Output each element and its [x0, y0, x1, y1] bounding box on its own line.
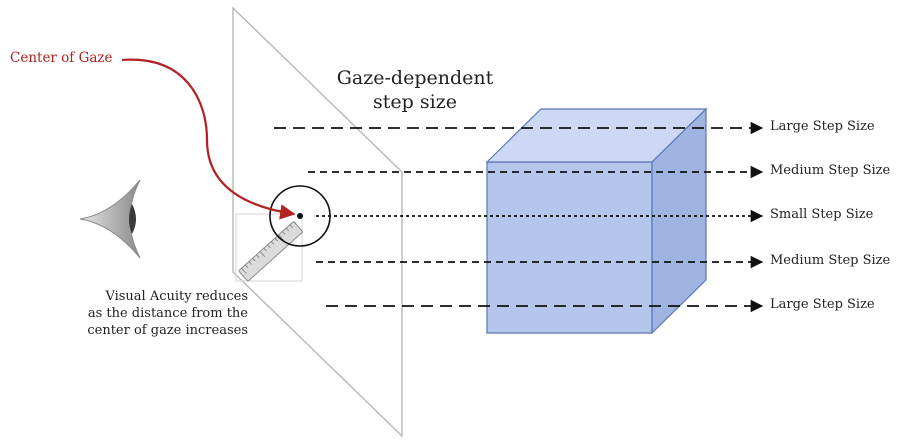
- center-of-gaze-arrow: [121, 58, 296, 220]
- ruler-tick: [293, 221, 297, 225]
- ruler-tick: [241, 267, 247, 274]
- ruler-tick: [289, 224, 293, 228]
- ray-group: [274, 121, 764, 313]
- volume-cube: [485, 107, 708, 335]
- ruler-tick: [259, 251, 266, 257]
- ruler-tick: [263, 247, 267, 252]
- ruler-ticks: [241, 221, 297, 274]
- title-line-1: Gaze-dependent: [336, 67, 494, 89]
- ray-label-small: Small Step Size: [770, 207, 874, 222]
- ray-label-large-bottom: Large Step Size: [770, 297, 875, 312]
- ruler-tick: [282, 231, 286, 235]
- cube-side-face: [651, 107, 707, 335]
- ruler-tick: [285, 227, 290, 232]
- image-plane: [232, 6, 403, 438]
- ruler-tick: [274, 237, 278, 242]
- diagram-title: Gaze-dependent step size: [330, 66, 500, 114]
- acuity-note-line-2: as the distance from the: [87, 306, 248, 321]
- ruler-tick: [252, 257, 256, 262]
- acuity-note: Visual Acuity reduces as the distance fr…: [60, 288, 248, 339]
- ruler-tick: [244, 264, 249, 269]
- cube-front-face: [486, 161, 653, 334]
- acuity-note-line-1: Visual Acuity reduces: [105, 289, 248, 304]
- ruler-tick: [256, 254, 260, 259]
- ruler-tick: [248, 261, 252, 265]
- title-line-2: step size: [373, 91, 457, 113]
- ray-label-medium-bottom: Medium Step Size: [770, 253, 891, 268]
- ruler-icon: [235, 213, 303, 282]
- ruler-tick: [278, 234, 284, 241]
- eye-icon: [79, 179, 141, 259]
- ray-label-large-top: Large Step Size: [770, 119, 875, 134]
- ruler-tick: [267, 244, 271, 249]
- acuity-note-line-3: center of gaze increases: [87, 323, 248, 338]
- ruler-tick: [270, 241, 275, 245]
- ray-label-medium-top: Medium Step Size: [770, 163, 891, 178]
- center-of-gaze-label: Center of Gaze: [10, 50, 113, 66]
- gaze-point: [297, 213, 303, 219]
